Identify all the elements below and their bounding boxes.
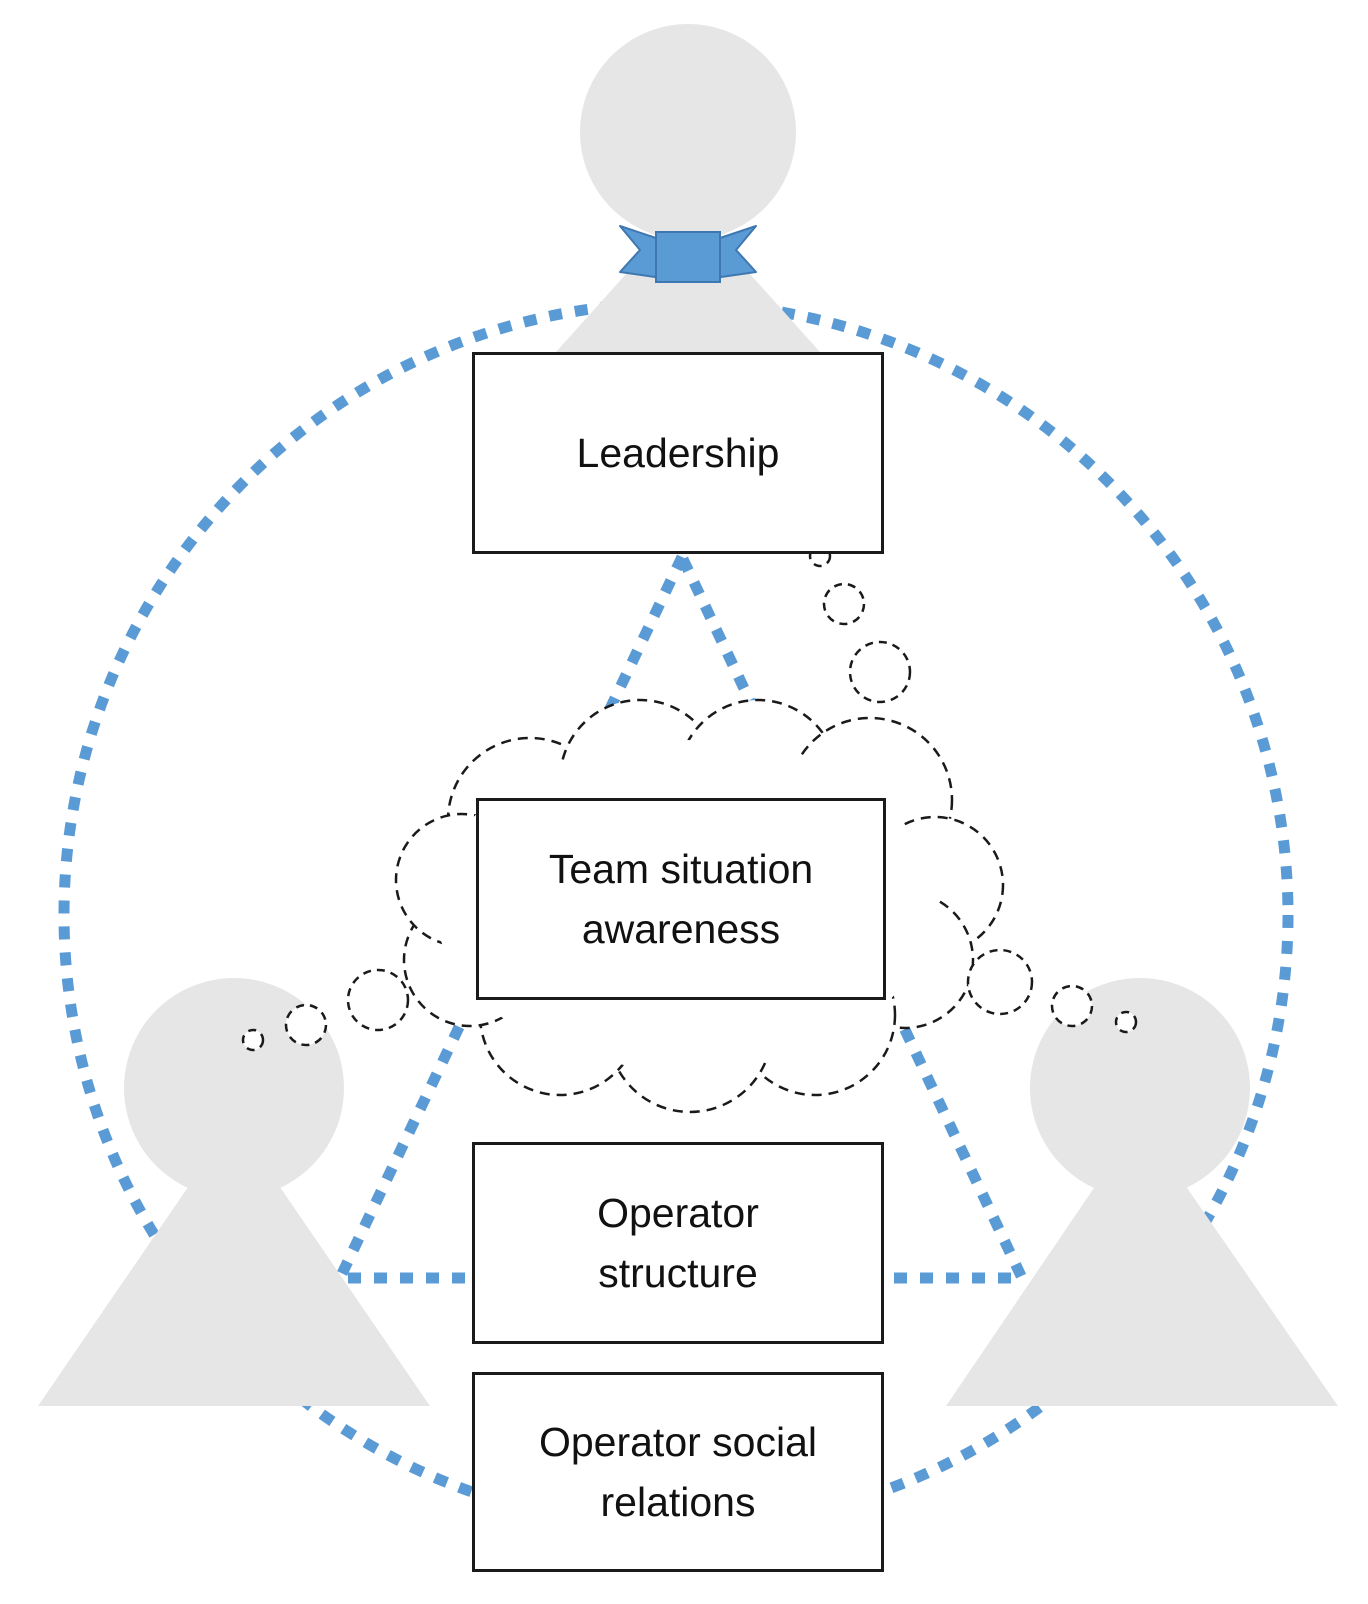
operator-structure-box: Operator structure xyxy=(472,1142,884,1344)
operator-right-head xyxy=(1030,978,1250,1198)
thought-trail-leader xyxy=(808,544,912,704)
leadership-box: Leadership xyxy=(472,352,884,554)
thought-trail-right xyxy=(966,948,1138,1034)
operator-left-body xyxy=(38,1120,430,1406)
operator-right-body xyxy=(946,1120,1338,1406)
leader-figure xyxy=(556,24,820,352)
thought-trail-left xyxy=(241,968,410,1052)
team-situation-awareness-box: Team situation awareness xyxy=(476,798,886,1000)
bow-tie-icon xyxy=(619,225,757,283)
leader-head xyxy=(580,24,796,240)
operator-social-relations-box: Operator social relations xyxy=(472,1372,884,1572)
operator-right-figure xyxy=(946,978,1338,1406)
operator-left-figure xyxy=(38,978,430,1406)
social-relations-circle xyxy=(58,297,1294,1533)
